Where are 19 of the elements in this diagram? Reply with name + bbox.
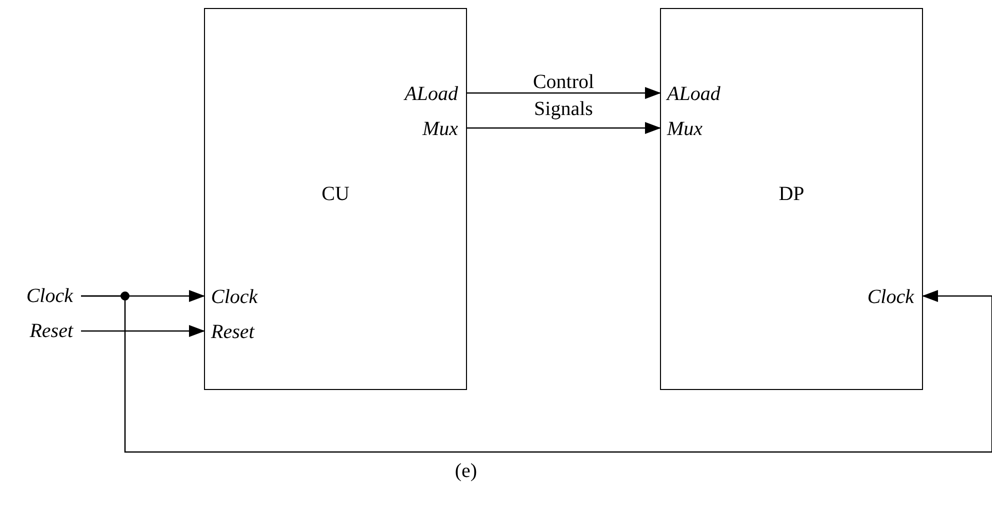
block-box <box>204 8 467 390</box>
port-label: Reset <box>211 321 254 343</box>
caption: (e) <box>454 460 478 482</box>
arrow <box>81 325 205 337</box>
arrow <box>81 290 992 453</box>
signal-label: Clock <box>26 285 73 307</box>
block-name: DP <box>778 183 804 205</box>
signal-label: Reset <box>30 320 73 342</box>
port-label: Mux <box>667 118 703 140</box>
port-label: ALoad <box>667 83 720 105</box>
block-name: CU <box>322 183 350 205</box>
port-label: ALoad <box>404 83 458 105</box>
port-label: Mux <box>422 118 458 140</box>
port-label: Clock <box>211 286 258 308</box>
port-label: Clock <box>867 286 914 308</box>
edge-label: Control Signals <box>532 70 596 122</box>
block-box <box>660 8 923 390</box>
arrow <box>467 87 661 99</box>
arrow <box>467 122 661 134</box>
